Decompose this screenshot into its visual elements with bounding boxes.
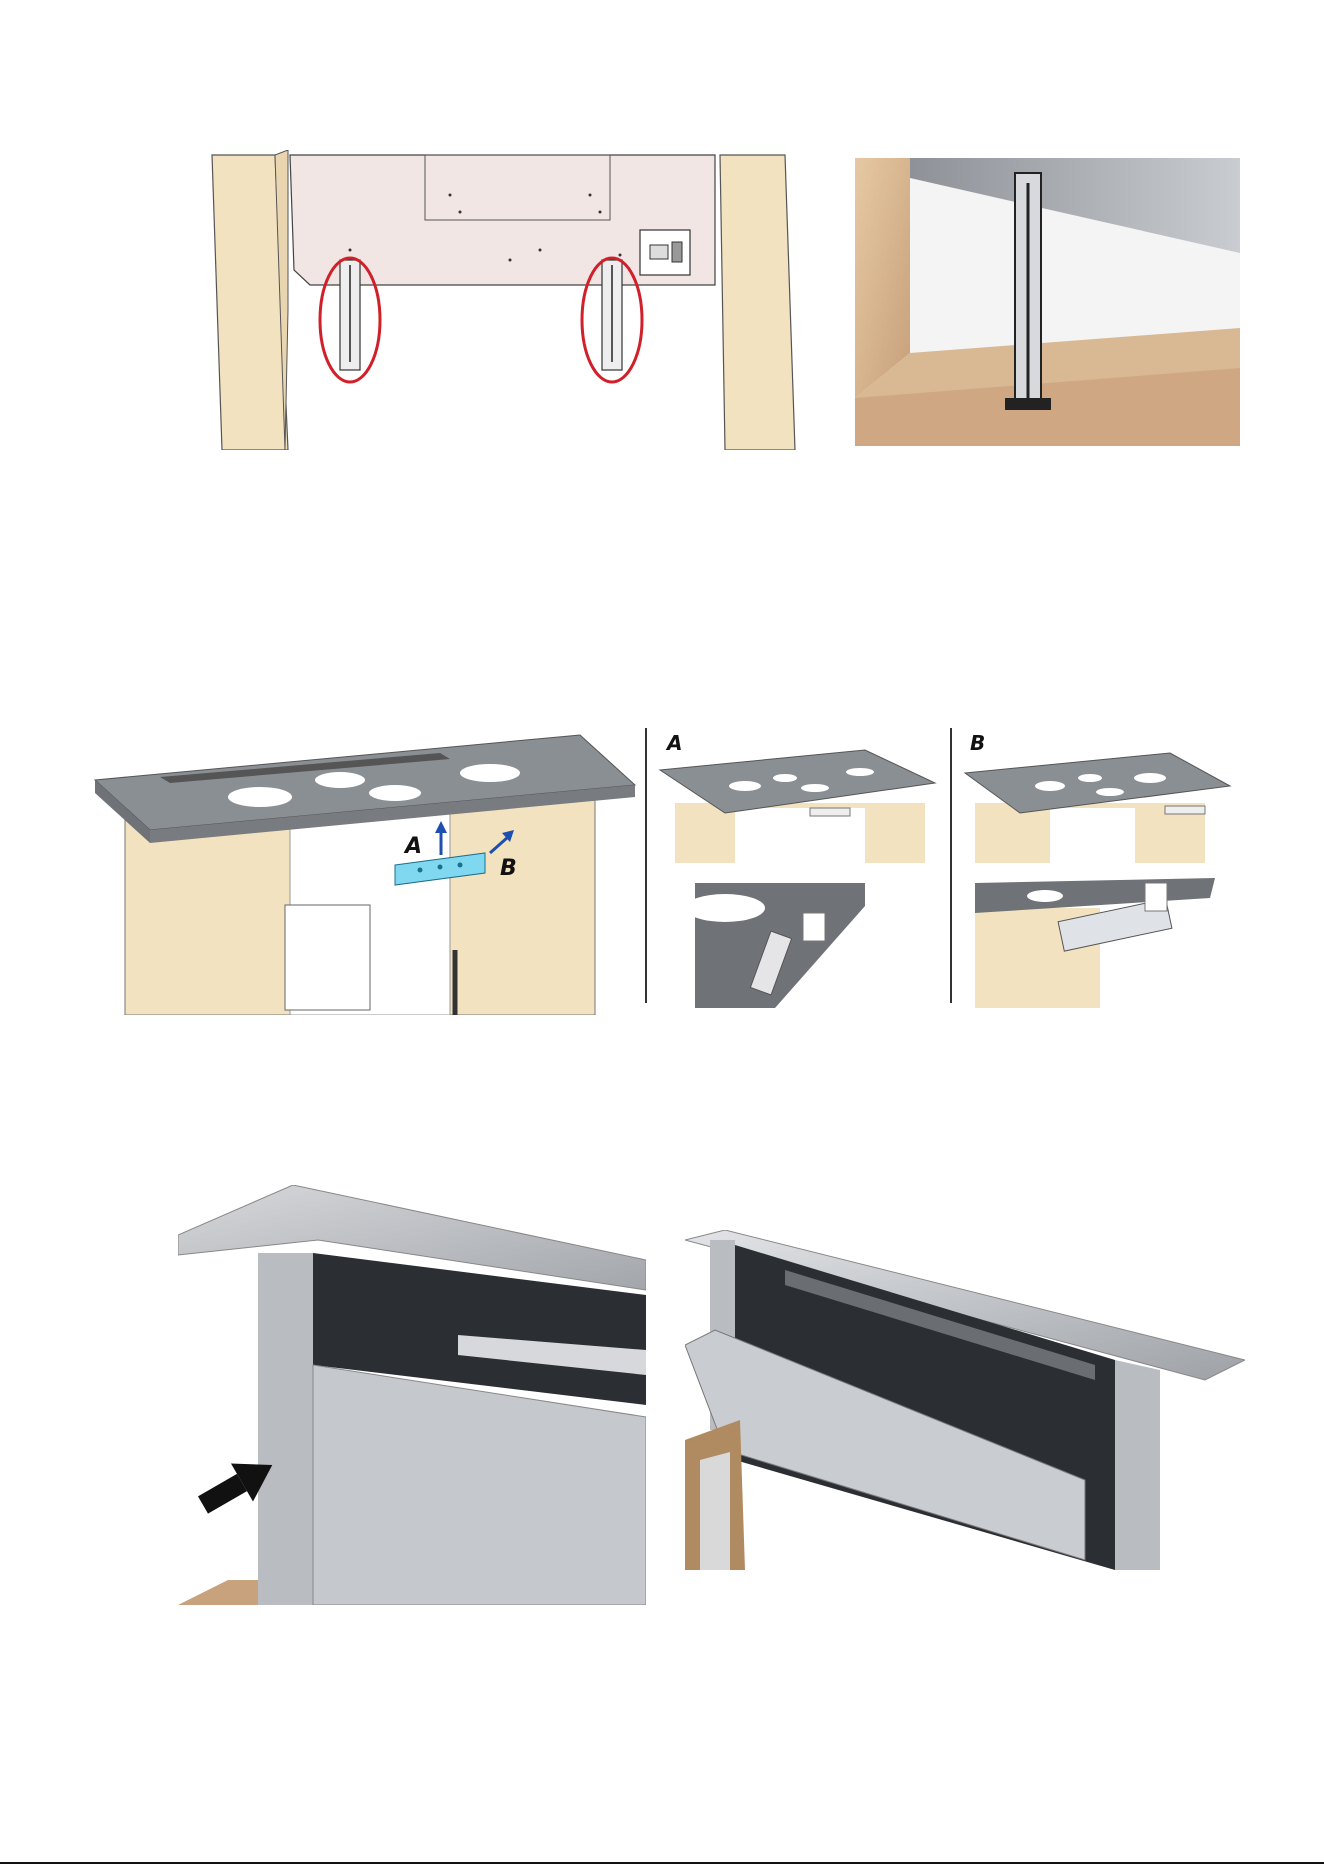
- figure-open-front-panel: [685, 1230, 1245, 1570]
- panel-separator: [950, 728, 952, 1003]
- label-a: A: [403, 834, 422, 859]
- label-b: B: [500, 856, 517, 881]
- figure-cabinet-legs-drawing: [210, 150, 800, 450]
- panel-separator: [645, 728, 647, 1003]
- figure-leg-render: [855, 158, 1240, 446]
- figure-option-b: B: [960, 728, 1250, 1008]
- figure-option-a: A: [655, 728, 945, 1008]
- footer-rule: [0, 1862, 1324, 1864]
- figure-front-panel-arrow: [178, 1185, 646, 1605]
- panel-a-label: A: [665, 731, 682, 755]
- figure-countertop-bracket: A B: [90, 725, 645, 1015]
- panel-b-label: B: [970, 731, 985, 755]
